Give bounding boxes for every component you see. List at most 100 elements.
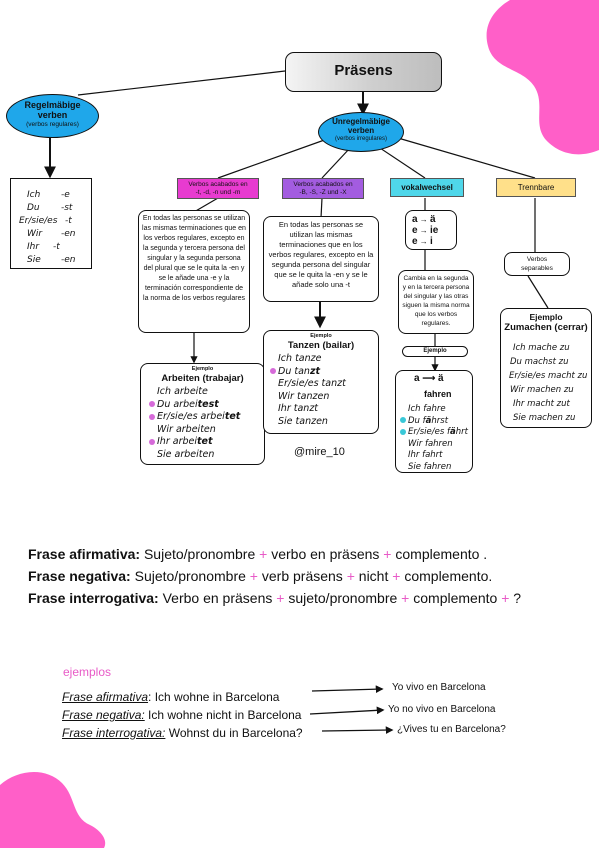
category-sszx-line2: -B, -S, -Z und -X	[299, 189, 347, 196]
category-tdnm-line2: -t, -d, -n und -m	[195, 189, 241, 196]
conjugation-ending: -en	[61, 255, 76, 265]
conjugation-pronoun: Sie	[27, 255, 41, 265]
vokal-explanation-box: Cambia en la segunda y en la tercera per…	[398, 270, 474, 334]
vokal-example-to: ä	[438, 373, 444, 384]
pink-blob-top-right	[486, 0, 599, 155]
category-label-tdnm: Verbos acabados en -t, -d, -n und -m	[177, 178, 259, 199]
example-line: Sie fahren	[400, 462, 468, 474]
conjugation-pronoun: Ich	[27, 190, 41, 200]
rule-interrogative-part-1: Verbo en präsens	[162, 590, 273, 606]
example-line-text: Ihr tanzt	[278, 403, 319, 414]
example-line: Er/sie/es tanzt	[270, 378, 346, 391]
example-negative-label: Frase negativa:	[62, 708, 145, 722]
example-affirmative-sep: :	[148, 690, 152, 704]
example-line: Ich fahre	[400, 404, 468, 416]
example-line-ending: tet	[224, 411, 241, 422]
example-line: Er/sie/es arbeitet	[149, 411, 240, 424]
plus-sign: +	[392, 568, 401, 584]
example-line-ending: test	[197, 398, 219, 410]
arrow-right-icon: →	[417, 215, 431, 224]
example-line: Er/sie/es macht zu	[509, 371, 588, 381]
vokal-change-row: a → ä	[412, 214, 438, 225]
example-line-prefix: Du arbei	[157, 398, 198, 410]
conjugation-row: Ich -e	[19, 189, 76, 202]
rule-interrogative-part-3: complemento	[413, 590, 498, 606]
example-line: Sie machen zu	[513, 413, 576, 423]
example-line: Ihr fahrt	[400, 450, 468, 462]
rule-affirmative-part-1: Sujeto/pronombre	[143, 546, 256, 562]
example-line-suffix: hrt	[455, 427, 468, 437]
conjugation-ending: -e	[61, 190, 70, 200]
vokal-example-from: a	[414, 373, 420, 384]
trenn-separable-line2: separables	[521, 265, 553, 272]
irregular-verbs-oval: Unregelmäbige verben (verbos irregulares…	[318, 112, 404, 152]
trenn-separable-line1: Verbos	[526, 256, 548, 263]
plus-sign: +	[259, 546, 268, 562]
example-line-prefix: Er/sie/es arbei	[157, 411, 225, 422]
conjugation-ending: -en	[61, 229, 76, 239]
regular-verbs-subtitle: (verbos regulares)	[26, 121, 79, 128]
conjugation-pronoun: Wir	[27, 229, 43, 239]
rule-negative-part-3: nicht	[358, 568, 389, 584]
example-line: Du machst zu	[510, 357, 569, 367]
example-line-text: Ich tanze	[278, 353, 322, 364]
irregular-verbs-title-line1: Unregelmäbige	[332, 117, 390, 126]
example-line: Sie arbeiten	[149, 449, 240, 462]
example-affirmative-label: Frase afirmativa	[62, 690, 149, 704]
example-line: Wir machen zu	[510, 385, 574, 395]
plus-sign: +	[249, 568, 258, 584]
vokal-change-to: ä	[430, 214, 436, 225]
plus-sign: +	[401, 590, 410, 606]
arrow-right-icon: →	[417, 226, 431, 235]
category-label-sszx: Verbos acabados en -B, -S, -Z und -X	[282, 178, 364, 199]
translation-interrogative: ¿Vives tu en Barcelona?	[397, 724, 506, 735]
conjugation-ending: -t	[53, 242, 60, 252]
conjugation-ending: -t	[65, 216, 72, 226]
credit-handle: @mire_10	[294, 446, 345, 458]
rule-negative-label: Frase negativa:	[28, 568, 131, 584]
arrow-right-icon: →	[417, 237, 431, 246]
conjugation-pronoun: Ihr	[27, 242, 40, 252]
example-line: Ihr tanzt	[270, 403, 346, 416]
example-line: Er/sie/es fährt	[400, 427, 468, 439]
pink-blob-bottom-left	[0, 771, 106, 848]
translation-affirmative: Yo vivo en Barcelona	[392, 682, 486, 693]
example-line: Ihr macht zut	[513, 399, 570, 409]
sszx-explanation-text: En todas las personas se utilizan las mi…	[268, 220, 374, 289]
translation-negative: Yo no vivo en Barcelona	[388, 704, 496, 715]
example-line-prefix: Du tan	[278, 365, 310, 377]
category-sszx-line1: Verbos acabados en	[293, 181, 353, 188]
example-line-text: Wir fahren	[408, 438, 453, 449]
category-tdnm-line1: Verbos acabados en	[188, 181, 248, 188]
vokal-change-from: e	[412, 236, 418, 247]
example-line-text: Ihr fahrt	[408, 450, 443, 460]
example-line: Wir tanzen	[270, 391, 346, 404]
example-affirmative-sentence: Ich wohne in Barcelona	[151, 690, 280, 704]
regular-verbs-title-line1: Regelmäbige	[24, 100, 81, 110]
example-line-text: Sie arbeiten	[157, 448, 215, 460]
sszx-example-title: Tanzen (bailar)	[287, 340, 355, 351]
example-line: Du arbeitest	[149, 399, 240, 412]
example-line-text: Er/sie/es tanzt	[278, 378, 346, 389]
example-line-prefix: Du f	[408, 415, 426, 426]
bullet-dot-icon	[149, 438, 155, 445]
vokal-change-row: e → i	[412, 236, 438, 247]
sszx-example-label: Ejemplo	[310, 333, 332, 339]
sszx-explanation-box: En todas las personas se utilizan las mi…	[263, 216, 379, 302]
conjugation-row: Ihr -t	[19, 241, 76, 254]
rule-negative: Frase negativa: Sujeto/pronombre + verb …	[28, 567, 492, 585]
example-line: Sie tanzen	[270, 416, 346, 429]
conjugation-row: Sie -en	[19, 254, 76, 267]
bullet-dot-icon	[400, 417, 406, 423]
example-line-text: Sie fahren	[408, 461, 452, 472]
example-line: Du tanzt	[270, 366, 346, 379]
example-line-text: Wir arbeiten	[157, 423, 216, 435]
tdnm-example-label: Ejemplo	[191, 366, 214, 372]
example-line-ending: ä	[425, 415, 432, 426]
